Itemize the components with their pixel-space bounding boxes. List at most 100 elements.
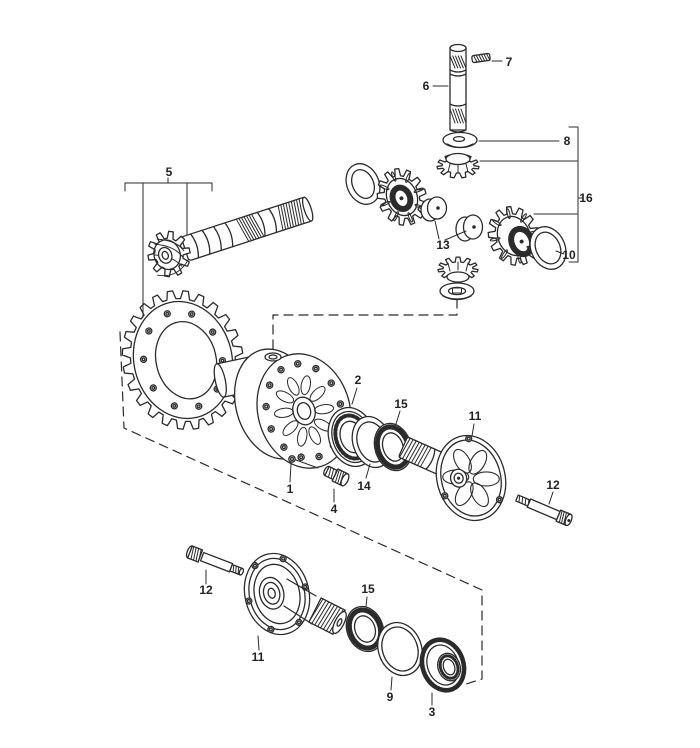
detail xyxy=(316,454,322,459)
detail xyxy=(452,108,459,124)
detail xyxy=(303,584,308,590)
callout-15-bottom[interactable]: 15 xyxy=(361,582,375,596)
detail xyxy=(457,108,464,124)
detail xyxy=(295,361,300,366)
detail xyxy=(518,495,521,503)
detail xyxy=(281,556,286,561)
detail xyxy=(269,426,274,431)
callout-1[interactable]: 1 xyxy=(287,482,294,496)
callout-14[interactable]: 14 xyxy=(357,479,371,493)
detail xyxy=(195,547,200,562)
spider-gear-top-drawing xyxy=(436,152,480,179)
detail xyxy=(391,171,397,182)
detail xyxy=(280,443,288,451)
detail xyxy=(323,606,338,630)
detail xyxy=(232,564,235,573)
detail xyxy=(277,365,285,374)
detail xyxy=(285,202,292,229)
detail xyxy=(454,481,474,507)
detail xyxy=(455,55,461,69)
detail xyxy=(405,172,411,183)
detail xyxy=(330,468,335,480)
detail xyxy=(210,330,215,335)
callout-leaders xyxy=(205,60,554,706)
callout-8[interactable]: 8 xyxy=(564,134,571,148)
detail xyxy=(145,327,153,335)
detail xyxy=(453,448,472,474)
callout-10[interactable]: 10 xyxy=(562,248,576,262)
callout-4[interactable]: 4 xyxy=(331,502,338,516)
callout-15-top[interactable]: 15 xyxy=(394,397,408,411)
detail xyxy=(329,381,334,386)
detail xyxy=(288,201,294,228)
detail xyxy=(308,598,324,623)
callout-16[interactable]: 16 xyxy=(579,191,593,205)
detail xyxy=(379,184,390,191)
detail xyxy=(149,384,157,392)
dashed-leader-spider-to-housing xyxy=(272,298,458,351)
detail xyxy=(520,213,527,223)
callout-3[interactable]: 3 xyxy=(429,705,436,719)
detail xyxy=(267,425,275,433)
detail xyxy=(297,453,305,461)
detail xyxy=(334,469,340,483)
detail xyxy=(449,108,456,124)
detail xyxy=(337,470,343,485)
callout-13[interactable]: 13 xyxy=(436,238,450,252)
side-gear-left-drawing xyxy=(376,168,428,226)
detail xyxy=(327,466,332,478)
spider-gear-bottom-drawing xyxy=(437,256,479,283)
detail xyxy=(413,187,424,193)
detail xyxy=(326,607,341,632)
callout-7[interactable]: 7 xyxy=(506,55,513,69)
detail xyxy=(455,108,461,124)
detail xyxy=(336,400,345,408)
detail xyxy=(243,216,257,240)
detail xyxy=(460,108,467,124)
detail xyxy=(468,449,488,475)
detail xyxy=(489,237,501,242)
detail xyxy=(190,546,195,560)
detail xyxy=(172,403,177,408)
detail xyxy=(238,217,252,242)
detail xyxy=(151,385,156,390)
callout-9[interactable]: 9 xyxy=(387,690,394,704)
callout-2[interactable]: 2 xyxy=(355,373,362,387)
callout-11-top[interactable]: 11 xyxy=(469,409,482,423)
detail xyxy=(320,604,335,629)
detail xyxy=(478,54,483,62)
detail xyxy=(139,355,148,363)
detail xyxy=(196,404,201,409)
detail xyxy=(466,436,471,441)
detail xyxy=(407,212,413,223)
detail xyxy=(311,600,327,624)
detail xyxy=(235,218,250,242)
bearing-part-3-drawing xyxy=(419,637,467,693)
detail xyxy=(279,554,287,563)
callout-12-right[interactable]: 12 xyxy=(546,478,560,492)
detail xyxy=(308,426,322,445)
detail xyxy=(312,364,320,373)
detail xyxy=(441,492,449,500)
detail xyxy=(195,402,203,410)
detail xyxy=(473,55,478,63)
detail xyxy=(416,445,429,466)
detail xyxy=(192,547,197,561)
callout-6[interactable]: 6 xyxy=(423,79,430,93)
detail xyxy=(495,496,504,504)
detail xyxy=(470,482,489,508)
detail xyxy=(313,366,318,371)
thrust-washer-drawing xyxy=(345,163,381,205)
detail xyxy=(295,618,303,627)
detail xyxy=(401,439,414,460)
flange-part-11-top-drawing xyxy=(435,434,507,522)
callout-12-left[interactable]: 12 xyxy=(199,583,213,597)
disc-part-13a-drawing xyxy=(420,196,448,222)
callout-11-bottom[interactable]: 11 xyxy=(252,650,265,664)
spider-gear-set-drawing xyxy=(345,131,567,301)
detail xyxy=(497,497,502,502)
detail xyxy=(237,566,240,575)
callout-5[interactable]: 5 xyxy=(166,165,173,179)
bolt-part-12-left-drawing xyxy=(185,545,245,576)
